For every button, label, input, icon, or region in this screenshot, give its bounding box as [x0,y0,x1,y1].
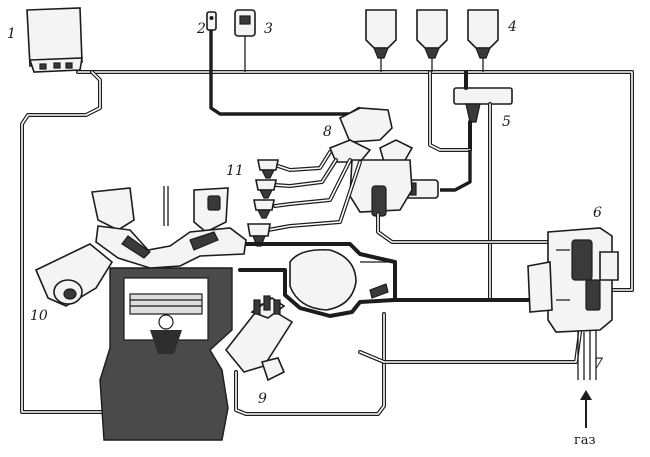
label-4: 4 [507,19,517,35]
switch-3 [234,9,256,72]
sensor-2 [206,11,361,116]
gas-inlet-7 [577,330,597,380]
valve-4b [416,9,448,72]
valve-4a [365,9,397,72]
label-6: 6 [593,205,602,221]
label-2: 2 [196,21,206,37]
distributor-9 [224,295,386,416]
valve-4c [467,9,499,72]
valve-group-4 [365,9,499,72]
label-10: 10 [30,308,48,324]
injector-b [255,179,277,199]
injectors-11 [247,159,279,247]
label-5: 5 [502,114,511,130]
label-1: 1 [7,26,16,42]
label-11: 11 [226,163,244,179]
injector-c [253,199,275,219]
fuel-rail-8 [266,107,550,244]
injector-a [257,159,279,179]
label-gas: газ [574,433,596,448]
label-9: 9 [258,391,267,407]
intake-manifold [238,242,550,318]
label-8: 8 [323,124,332,140]
engine-block [99,267,233,441]
cylinder-head [91,186,247,269]
throttle-body-10 [34,243,114,307]
gas-flow-arrow [580,390,592,428]
main-bus-line [76,70,634,292]
control-assembly-6 [358,227,619,364]
label-3: 3 [264,21,273,37]
label-7: 7 [594,356,603,372]
control-unit [20,7,112,414]
